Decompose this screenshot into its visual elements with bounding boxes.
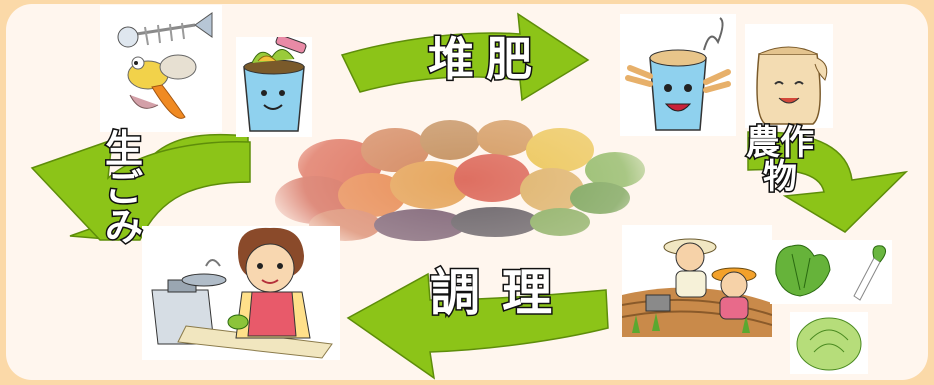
cabbage-icon <box>796 317 862 371</box>
compost-bucket-card <box>236 34 312 137</box>
cooking-card <box>142 226 340 360</box>
arrow-to-waste-head <box>30 138 251 241</box>
label-cooking: 調理 <box>429 264 574 322</box>
compost-character-card <box>620 14 736 136</box>
label-crops: 農作物 <box>745 123 816 197</box>
cabbage-card <box>790 312 868 374</box>
farmers-card <box>621 225 773 337</box>
cooking-person-icon <box>151 227 333 359</box>
food-scraps-card <box>100 5 222 132</box>
compost-bucket-character-icon <box>625 17 731 131</box>
compost-bucket-icon <box>243 34 307 132</box>
vegetables-card <box>770 240 892 304</box>
fertilizer-sack-card <box>745 24 833 128</box>
fertilizer-sack-icon <box>756 46 828 125</box>
label-compost: 堆肥 <box>427 32 544 86</box>
arrow-to-crops <box>747 131 909 233</box>
farmers-icon <box>621 238 773 337</box>
vegetables-icon <box>775 244 886 301</box>
arrow-to-cooking <box>346 272 609 380</box>
arrow-to-compost-right <box>340 12 590 102</box>
food-scraps-icon <box>117 12 213 119</box>
label-waste: 生ごみ <box>103 127 144 249</box>
